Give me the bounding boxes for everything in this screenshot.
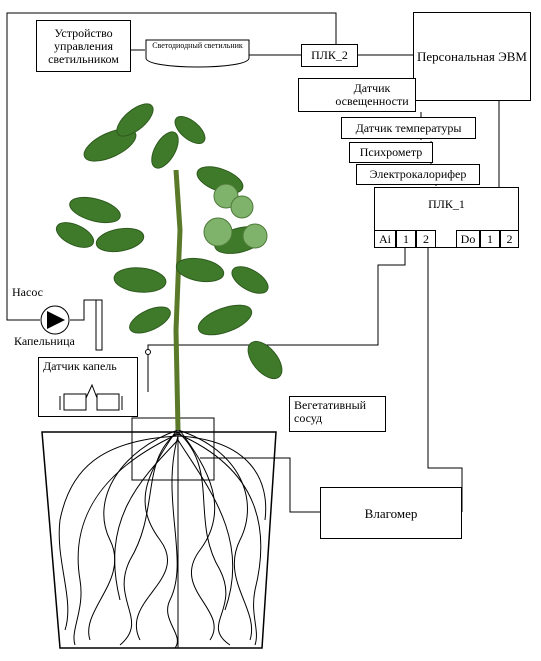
plc2-block: ПЛК_2 [301,44,358,67]
plc2-label: ПЛК_2 [311,49,348,62]
light-sensor-block: Датчик освещенности [298,78,416,112]
wire-probe-to-meter [200,458,320,512]
drop-sensor-label: Датчик капель [43,360,117,373]
pc-block: Персональная ЭВМ [413,12,531,101]
dropper-tube [96,300,102,350]
wire-pump-to-dropper [7,312,40,320]
plc1-port-ai-2: 2 [416,230,436,248]
psychrometer-block: Психрометр [349,142,433,163]
pump-label: Насос [12,286,43,299]
plc1-port-ai: Ai [374,230,396,248]
pump-icon [41,306,69,334]
plc1-label: ПЛК_1 [375,198,518,211]
pc-label: Персональная ЭВМ [417,49,527,64]
plc1-port-do-1: 1 [480,230,500,248]
temp-sensor-label: Датчик температуры [356,122,462,135]
plc1-port-do: Do [456,230,480,248]
vessel-label-block: Вегетативный сосуд [289,396,386,432]
plc1-port-do-2: 2 [500,230,519,248]
moisture-meter-block: Влагомер [320,487,462,539]
lamp-controller-label: Устройство управления светильником [37,27,130,66]
wire-ai2-to-meter [428,248,462,512]
heater-block: Электрокалорифер [356,164,480,185]
light-sensor-label: Датчик освещенности [329,82,415,108]
vessel-label: Вегетативный сосуд [294,398,366,425]
dropper-label: Капельница [14,335,75,348]
plc1-port-ai-1: 1 [396,230,416,248]
drop-sensor-block: Датчик капель [38,357,138,417]
psychrometer-label: Психрометр [360,146,423,159]
led-lamp-label: Светодиодный светильник [150,41,245,59]
moisture-meter-label: Влагомер [365,507,418,520]
heater-label: Электрокалорифер [370,168,467,181]
plant-roots [59,428,266,648]
temp-sensor-block: Датчик температуры [341,117,476,139]
junction-dot [146,350,151,355]
lamp-controller-block: Устройство управления светильником [36,20,131,72]
vegetative-vessel [42,418,276,648]
